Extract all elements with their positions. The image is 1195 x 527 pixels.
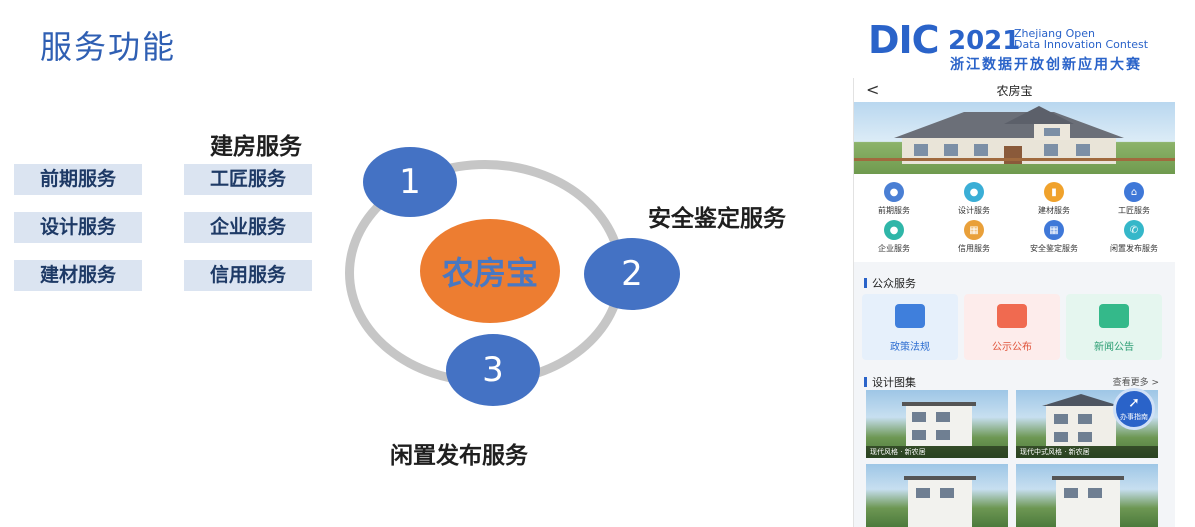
logo-english: Zhejiang Open Data Innovation Contest: [1014, 28, 1184, 50]
card-policy[interactable]: 政策法规: [862, 294, 958, 360]
villa-illustration: [904, 476, 976, 527]
house-illustration: [854, 106, 1175, 164]
service-box-jiancai: 建材服务: [14, 260, 142, 291]
notice-icon: [997, 304, 1027, 328]
villa-illustration: [902, 402, 976, 446]
card-notice-label: 公示公布: [992, 342, 1032, 353]
core-circle: 农房宝: [420, 219, 560, 323]
logo-english-line2: Data Innovation Contest: [1014, 38, 1149, 51]
phone-title: 农房宝: [996, 84, 1033, 98]
card-news-label: 新闻公告: [1094, 342, 1134, 353]
design-picture-1[interactable]: 现代风格 · 新农居: [866, 390, 1008, 458]
grid-item-gongjiang[interactable]: ⌂ 工匠服务: [1094, 182, 1174, 216]
grid-item-sheji[interactable]: ● 设计服务: [934, 182, 1014, 216]
inspection-icon: ▦: [1044, 220, 1064, 240]
grid-item-label: 建材服务: [1038, 206, 1070, 215]
view-more-link[interactable]: 查看更多 >: [1112, 378, 1159, 388]
grid-item-label: 工匠服务: [1118, 206, 1150, 215]
node-1: 1: [363, 147, 457, 217]
news-icon: [1099, 304, 1129, 328]
grid-item-label: 信用服务: [958, 244, 990, 253]
grid-item-xianzhi[interactable]: ✆ 闲置发布服务: [1094, 220, 1174, 254]
contest-logo: DIC 2021 Zhejiang Open Data Innovation C…: [868, 14, 1188, 74]
house-icon: ⌂: [1124, 182, 1144, 202]
logo-year: 2021: [948, 26, 1021, 56]
grid-item-jiancai[interactable]: ▮ 建材服务: [1014, 182, 1094, 216]
villa-illustration: [1052, 476, 1124, 527]
service-box-gongjiang: 工匠服务: [184, 164, 312, 195]
logo-chinese: 浙江数据开放创新应用大赛: [950, 57, 1142, 73]
grid-item-label: 安全鉴定服务: [1030, 244, 1078, 253]
section-design-gallery: 设计图集: [864, 374, 916, 390]
back-button[interactable]: <: [866, 80, 880, 99]
phone-header: < 农房宝: [854, 78, 1175, 102]
grid-item-qiye[interactable]: ● 企业服务: [854, 220, 934, 254]
grid-item-anquan[interactable]: ▦ 安全鉴定服务: [1014, 220, 1094, 254]
grid-item-qianqi[interactable]: ● 前期服务: [854, 182, 934, 216]
logo-mark: DIC: [868, 18, 940, 62]
publish-icon: ✆: [1124, 220, 1144, 240]
label-xianzhi-service: 闲置发布服务: [390, 443, 528, 469]
page-title: 服务功能: [40, 28, 177, 66]
designer-icon: ●: [964, 182, 984, 202]
card-policy-label: 政策法规: [890, 342, 930, 353]
node-2: 2: [584, 238, 680, 310]
grid-item-label: 闲置发布服务: [1110, 244, 1158, 253]
picture-caption: 现代中式风格 · 新农居: [1016, 446, 1158, 458]
house-banner: [854, 102, 1175, 174]
service-box-sheji: 设计服务: [14, 212, 142, 243]
logo-english-line1: Zhejiang Open: [1014, 27, 1095, 40]
user-icon: ●: [884, 182, 904, 202]
card-news[interactable]: 新闻公告: [1066, 294, 1162, 360]
card-notice[interactable]: 公示公布: [964, 294, 1060, 360]
picture-caption: 现代风格 · 新农居: [866, 446, 1008, 458]
enterprise-icon: ●: [884, 220, 904, 240]
grid-item-label: 前期服务: [878, 206, 910, 215]
grid-item-label: 企业服务: [878, 244, 910, 253]
phone-screenshot: < 农房宝 ● 前期服务 ● 设计服务 ▮ 建材服务: [853, 78, 1175, 527]
villa-illustration: [1042, 394, 1120, 446]
label-jianfang-service: 建房服务: [210, 134, 302, 160]
service-box-qiye: 企业服务: [184, 212, 312, 243]
label-anquan-service: 安全鉴定服务: [648, 206, 786, 232]
document-icon: [895, 304, 925, 328]
core-label: 农房宝: [441, 254, 538, 292]
credit-icon: ▦: [964, 220, 984, 240]
section-public-services: 公众服务: [864, 275, 916, 291]
service-grid: ● 前期服务 ● 设计服务 ▮ 建材服务 ⌂ 工匠服务 ● 企业服务 ▦ 信用服…: [854, 174, 1175, 262]
service-box-xinyong: 信用服务: [184, 260, 312, 291]
design-picture-4[interactable]: [1016, 464, 1158, 527]
guide-button[interactable]: ➚ 办事指南: [1113, 388, 1155, 430]
node-3: 3: [446, 334, 540, 406]
service-box-qianqi: 前期服务: [14, 164, 142, 195]
compass-icon: ➚: [1128, 395, 1140, 411]
guide-button-label: 办事指南: [1120, 413, 1148, 421]
grid-item-label: 设计服务: [958, 206, 990, 215]
design-picture-3[interactable]: [866, 464, 1008, 527]
material-icon: ▮: [1044, 182, 1064, 202]
grid-item-xinyong[interactable]: ▦ 信用服务: [934, 220, 1014, 254]
